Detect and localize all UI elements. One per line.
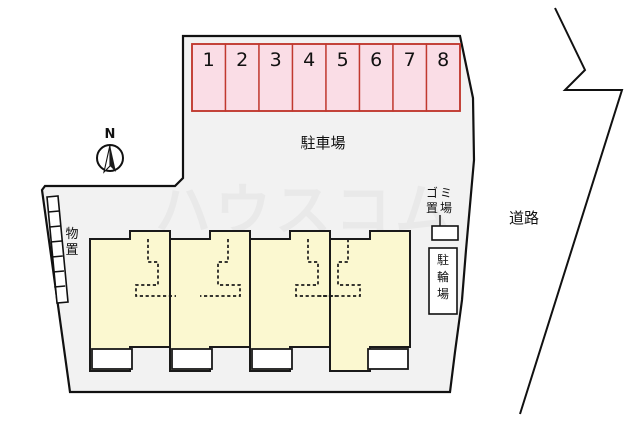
parking-stall-group: 1 2 3 4 5 6 7 8	[191, 43, 461, 112]
bicycle-parking[interactable]: 駐 輪 場	[428, 247, 458, 315]
parking-stall-6-number: 6	[370, 49, 382, 71]
bicycle-parking-label-char-1: 駐	[437, 252, 449, 267]
parking-stall-8-number: 8	[437, 49, 449, 71]
parking-stall-7-number: 7	[404, 49, 416, 71]
unit-2-balcony	[171, 348, 213, 370]
storage-shed-divider	[54, 285, 66, 288]
parking-stall-8[interactable]	[425, 43, 461, 112]
unit-4-balcony	[367, 348, 409, 370]
bicycle-parking-label-char-3: 場	[437, 287, 449, 301]
unit-4-stair	[320, 239, 361, 297]
storage-shed-label-char-2: 置	[65, 243, 78, 258]
unit-1-balcony	[91, 348, 133, 370]
road-boundary-line	[519, 7, 624, 415]
storage-shed-outline	[46, 195, 69, 304]
compass-rose: N	[96, 127, 124, 174]
storage-shed-divider	[49, 225, 61, 228]
compass-needle-icon	[110, 145, 116, 172]
garbage-area-label-char-2: ミ	[440, 186, 452, 200]
parking-stall-4-number: 4	[303, 49, 315, 71]
storage-shed-divider	[51, 255, 63, 258]
parking-lot-label: 駐車場	[300, 134, 345, 152]
unit-3-stair	[295, 239, 336, 297]
storage-shed[interactable]	[46, 195, 69, 304]
bicycle-parking-label-char-2: 輪	[437, 269, 449, 284]
unit-3-balcony	[251, 348, 293, 370]
unit-1-stair	[135, 239, 176, 297]
road-label: 道路	[509, 209, 539, 227]
storage-shed-divider	[48, 210, 60, 213]
bicycle-parking-box[interactable]	[428, 247, 458, 315]
parking-stall-1-number: 1	[203, 49, 215, 71]
garbage-area-label-char-3: 置	[426, 201, 438, 215]
parking-stall-3-number: 3	[270, 49, 282, 71]
garbage-area-box[interactable]	[431, 225, 459, 241]
parking-stall-5-number: 5	[337, 49, 349, 71]
garbage-area-label-char-4: 場	[440, 201, 452, 215]
garbage-area-label-char-1: ゴ	[426, 185, 438, 200]
compass-north-label: N	[105, 127, 116, 142]
storage-shed-label: 物 置	[65, 227, 78, 258]
unit-2-stair	[200, 239, 241, 297]
storage-shed-divider	[50, 240, 62, 243]
storage-shed-label-char-1: 物	[65, 227, 78, 242]
parking-stall-outline	[191, 43, 461, 112]
garbage-area[interactable]: ゴ ミ 置 場	[426, 185, 459, 241]
parking-stall-2-number: 2	[236, 49, 248, 71]
storage-shed-divider	[52, 270, 65, 273]
apartment-building	[89, 230, 411, 372]
